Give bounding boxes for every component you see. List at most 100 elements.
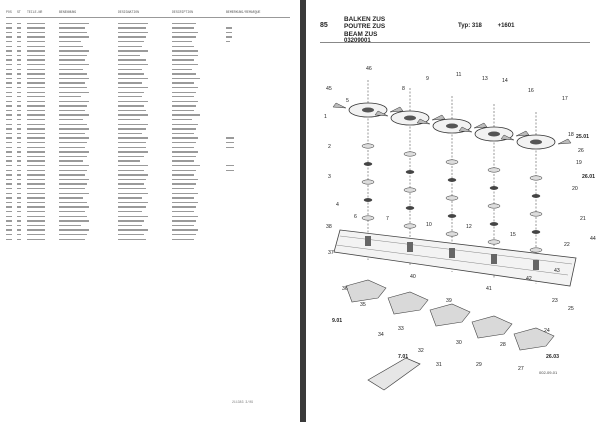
parts-list-cell xyxy=(17,220,21,222)
part-callout-number: 9.01 xyxy=(332,318,342,324)
parts-list-cell xyxy=(17,31,21,34)
parts-list-cell xyxy=(118,215,148,217)
parts-list-cell xyxy=(118,174,148,176)
parts-list-cell xyxy=(226,137,234,139)
part-callout-number: 35 xyxy=(360,302,366,308)
part-callout-number: 21 xyxy=(580,216,586,222)
part-callout-number: 8 xyxy=(402,86,405,92)
parts-list-cell xyxy=(6,123,12,126)
parts-list-row xyxy=(6,39,290,44)
parts-list-cell xyxy=(226,165,234,167)
parts-list-cell xyxy=(17,109,21,112)
parts-list-cell xyxy=(27,86,45,89)
column-header-remark: BEMERKUNG/REMARQUE xyxy=(226,10,261,14)
parts-list-cell xyxy=(27,82,45,84)
parts-list-cell xyxy=(172,137,198,139)
parts-list-row xyxy=(6,177,290,182)
parts-list-cell xyxy=(59,128,89,130)
part-callout-number: 10 xyxy=(426,222,432,228)
parts-list-cell xyxy=(27,54,45,57)
parts-list-cell xyxy=(172,165,200,167)
part-callout-number: 5 xyxy=(346,98,349,104)
parts-list-cell xyxy=(17,197,21,199)
parts-list-cell xyxy=(6,215,12,217)
parts-list-cell xyxy=(6,206,12,208)
document-code: 03209001 xyxy=(344,38,371,45)
parts-list-cell xyxy=(172,114,200,116)
parts-list-cell xyxy=(17,224,21,227)
parts-list-cell xyxy=(118,160,140,162)
parts-list-cell xyxy=(6,73,12,75)
parts-list-cell xyxy=(27,50,45,52)
parts-list-cell xyxy=(17,22,21,24)
parts-list-cell xyxy=(118,68,142,70)
parts-list-cell xyxy=(6,22,12,24)
parts-list-cell xyxy=(59,100,89,103)
parts-list-cell xyxy=(27,77,45,80)
parts-list-cell xyxy=(118,73,144,75)
parts-list-cell xyxy=(118,119,140,121)
parts-list-cell xyxy=(172,229,198,231)
parts-list-cell xyxy=(59,210,85,213)
parts-list-cell xyxy=(118,155,144,158)
parts-list-cell xyxy=(118,178,146,181)
parts-list-row xyxy=(6,163,290,168)
parts-list-cell xyxy=(27,229,45,231)
parts-list-cell xyxy=(59,220,89,222)
sheet-number: 85 xyxy=(320,22,328,29)
parts-list-cell xyxy=(172,187,194,190)
parts-list-cell xyxy=(6,86,12,89)
parts-list-cell xyxy=(172,132,194,135)
parts-list-cell xyxy=(59,91,89,93)
parts-list-cell xyxy=(226,142,234,144)
parts-list-cell xyxy=(6,142,12,144)
parts-list-cell xyxy=(59,77,89,80)
parts-list-cell xyxy=(172,155,196,158)
parts-list-cell xyxy=(17,77,21,80)
parts-list-row xyxy=(6,85,290,90)
parts-list-cell xyxy=(118,40,144,43)
parts-list-cell xyxy=(226,169,234,171)
column-header-french: DESIGNATION xyxy=(118,10,140,14)
part-callout-number: 20 xyxy=(572,186,578,192)
parts-list-cell xyxy=(172,206,196,208)
part-callout-number: 46 xyxy=(366,66,372,72)
parts-list-cell xyxy=(6,146,12,149)
title-german: BALKEN ZUS xyxy=(344,16,386,23)
parts-list-cell xyxy=(17,73,21,75)
parts-list-cell xyxy=(59,119,83,121)
parts-list-cell xyxy=(172,59,194,61)
parts-list-cell xyxy=(17,229,21,231)
parts-list-cell xyxy=(6,31,12,34)
parts-list-cell xyxy=(172,220,196,222)
part-callout-number: 18 xyxy=(568,132,574,138)
parts-list-row xyxy=(6,182,290,187)
swath-board xyxy=(367,357,421,391)
parts-list-cell xyxy=(172,224,194,227)
title-block: BALKEN ZUS POUTRE ZUS BEAM ZUS 03209001 xyxy=(344,16,385,45)
part-callout-number: 15 xyxy=(510,232,516,238)
parts-list-cell xyxy=(6,114,12,116)
parts-list-cell xyxy=(118,114,148,116)
parts-list-cell xyxy=(27,100,45,103)
serial-label: +1601 xyxy=(497,23,515,29)
parts-list-row xyxy=(6,117,290,122)
parts-list-row xyxy=(6,237,290,242)
parts-list-cell xyxy=(59,73,87,75)
parts-list-cell xyxy=(172,109,194,112)
part-callout-number: 14 xyxy=(502,78,508,84)
parts-list-cell xyxy=(118,220,144,222)
parts-list-cell xyxy=(59,224,81,227)
parts-list-cell xyxy=(172,215,198,217)
parts-list-cell xyxy=(172,178,198,181)
parts-list-cell xyxy=(118,50,148,52)
part-callout-number: 25 xyxy=(568,306,574,312)
parts-list-row xyxy=(6,140,290,145)
parts-list-cell xyxy=(27,96,45,98)
parts-list-cell xyxy=(17,63,21,66)
parts-list-cell xyxy=(118,63,148,66)
parts-list-cell xyxy=(118,22,148,24)
parts-list-cell xyxy=(6,160,12,162)
parts-list-cell xyxy=(118,105,144,107)
